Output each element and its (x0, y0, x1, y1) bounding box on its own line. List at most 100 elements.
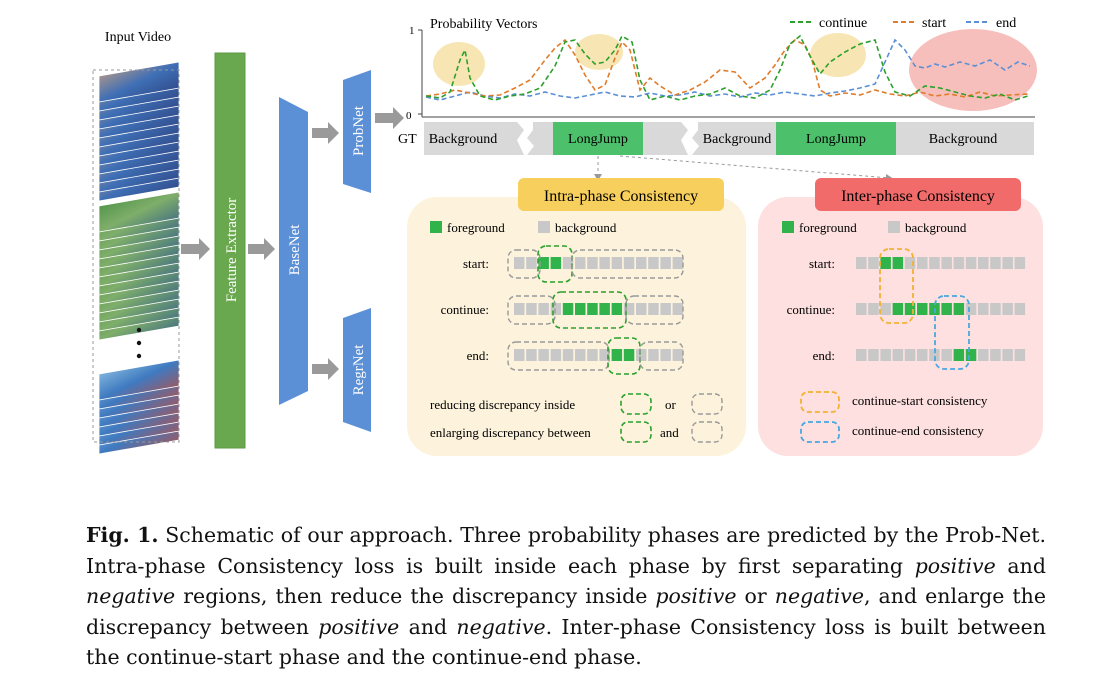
probability-chart: 1 0 Probability Vectors continue start e… (406, 16, 1037, 122)
background-cell (575, 349, 586, 361)
foreground-cell (599, 303, 610, 315)
background-cell (623, 257, 635, 269)
regrnet-label: RegrNet (351, 344, 367, 396)
caption-text-3: regions, then reduce the discrepancy ins… (175, 584, 656, 608)
background-cell (1014, 257, 1026, 269)
background-cell (672, 257, 684, 269)
video-frames-stack-1 (98, 61, 180, 202)
caption-positive-1: positive (914, 553, 996, 578)
caption-positive-2: positive (655, 584, 737, 608)
background-cell (648, 349, 659, 361)
background-cell (868, 349, 879, 361)
background-cell (978, 349, 989, 361)
foreground-cell (611, 349, 623, 361)
intra-phase-panel: Intra-phase Consistency foreground backg… (407, 178, 746, 456)
intra-row-end: end: (467, 348, 489, 363)
gt-segment-1: Background (429, 132, 497, 147)
background-cell (929, 257, 940, 269)
chart-title: Probability Vectors (430, 17, 537, 32)
background-cell (856, 257, 867, 269)
background-cell (514, 257, 525, 269)
background-cell (538, 303, 549, 315)
background-cell (636, 303, 647, 315)
background-cell (599, 349, 610, 361)
regrnet-block (343, 308, 371, 432)
background-cell (660, 349, 671, 361)
schematic-figure: Input Video Feature Extractor BaseNet Pr… (92, 16, 1043, 456)
intra-legend-1: reducing discrepancy inside (430, 397, 575, 412)
caption-text-7: . Inter-phase Consistency loss is built … (86, 614, 1046, 670)
foreground-cell (904, 303, 916, 315)
background-cell (660, 257, 671, 269)
caption-text-5: , and enlarge the discrepancy between (86, 584, 1046, 639)
background-cell (917, 257, 928, 269)
background-cell (990, 303, 1001, 315)
foreground-cell (575, 303, 586, 315)
background-cell (514, 349, 525, 361)
intra-fg-label: foreground (447, 220, 505, 235)
background-cell (550, 349, 562, 361)
caption-negative-2: negative (774, 584, 864, 608)
foreground-cell (917, 303, 928, 315)
background-cell (526, 349, 537, 361)
basenet-block (279, 97, 308, 405)
background-cell (538, 349, 549, 361)
background-cell (941, 257, 952, 269)
inter-title: Inter-phase Consistency (841, 188, 995, 205)
frames-dashed-outline (92, 69, 180, 443)
foreground-cell (587, 303, 598, 315)
background-cell (868, 303, 879, 315)
highlight-red (909, 29, 1037, 111)
foreground-cell (892, 303, 904, 315)
background-cell (978, 303, 989, 315)
intra-legend-and: and (660, 425, 679, 440)
foreground-cell (965, 349, 977, 361)
background-cell (917, 349, 928, 361)
background-cell (990, 349, 1001, 361)
inter-legend-2: continue-end consistency (852, 423, 984, 438)
gt-segment-3: Background (703, 132, 771, 147)
gt-segment-2: LongJump (568, 132, 628, 147)
background-cell (636, 349, 647, 361)
legend-start: start (922, 16, 946, 31)
caption-positive-3: positive (318, 614, 400, 639)
gt-segment-5: Background (929, 132, 997, 147)
intra-bg-label: background (555, 220, 617, 235)
intra-legend-2: enlarging discrepancy between (430, 425, 591, 440)
gt-segment-4: LongJump (806, 132, 866, 147)
background-cell (953, 257, 965, 269)
legend-continue: continue (819, 16, 867, 31)
background-cell (514, 303, 525, 315)
caption-text-2: and (995, 553, 1046, 578)
background-cell (1002, 257, 1013, 269)
caption-text-4: or (736, 584, 775, 608)
gt-label: GT (398, 132, 417, 147)
background-cell (550, 303, 562, 315)
highlight-yellow-1 (433, 42, 485, 86)
background-cell (562, 257, 574, 269)
inter-phase-panel: Inter-phase Consistency foreground backg… (758, 178, 1043, 456)
background-cell (965, 257, 977, 269)
y-tick-0: 0 (406, 110, 412, 122)
background-cell (562, 349, 574, 361)
legend-end: end (996, 16, 1016, 31)
background-cell (587, 349, 598, 361)
foreground-cell (550, 257, 562, 269)
curve-continue (425, 34, 1029, 101)
curve-start (425, 38, 1029, 98)
background-cell (978, 257, 989, 269)
background-cell (672, 349, 684, 361)
y-tick-1: 1 (409, 25, 415, 37)
intra-row-start: start: (463, 256, 489, 271)
input-video-label: Input Video (105, 30, 171, 45)
flow-arrows (181, 107, 404, 380)
gt-bar: GT Background LongJump Background LongJu… (398, 122, 1034, 182)
background-cell (929, 349, 940, 361)
background-cell (526, 257, 537, 269)
background-cell (880, 303, 891, 315)
background-cell (587, 257, 598, 269)
caption-text-1: Schematic of our approach. Three probabi… (86, 523, 1046, 578)
background-cell (856, 349, 867, 361)
intra-legend-or: or (665, 397, 677, 412)
caption-fig-label: Fig. 1. (86, 523, 159, 547)
